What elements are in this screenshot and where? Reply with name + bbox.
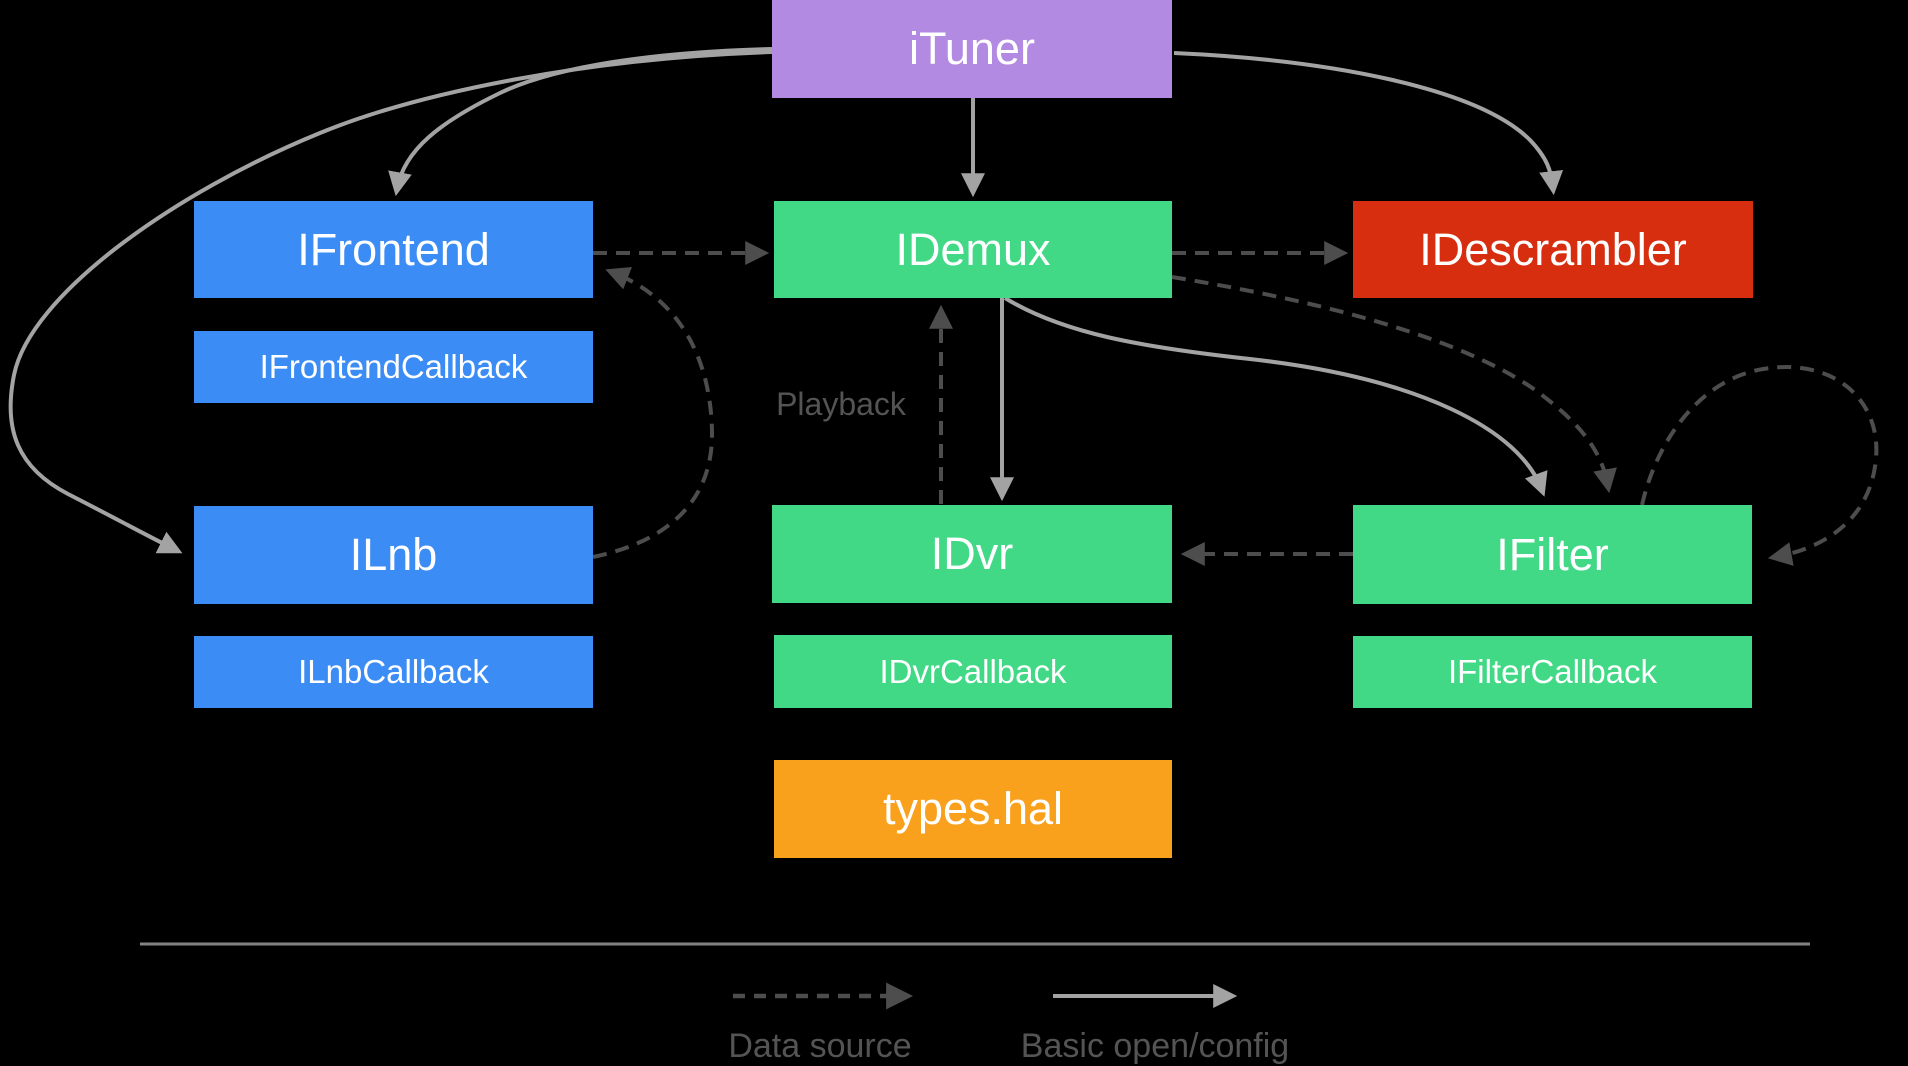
node-ilnb-callback: ILnbCallback xyxy=(194,636,593,708)
legend-label-basic-open-config: Basic open/config xyxy=(1020,1027,1290,1065)
node-idvr: IDvr xyxy=(772,505,1172,603)
node-ifilter-callback: IFilterCallback xyxy=(1353,636,1752,708)
node-idemux: IDemux xyxy=(774,201,1172,298)
node-idvr-callback: IDvrCallback xyxy=(774,635,1172,708)
edge-idemux-ifilter-solid xyxy=(1003,296,1548,497)
edge-ituner-idescrambler-solid xyxy=(1173,51,1564,196)
edge-idemux-ifilter-dashed xyxy=(1171,275,1617,494)
edge-label-playback: Playback xyxy=(776,386,906,422)
node-ifrontend: IFrontend xyxy=(194,201,593,298)
legend-label-data-source: Data source xyxy=(728,1027,912,1065)
node-ituner: iTuner xyxy=(772,0,1172,98)
node-types-hal: types.hal xyxy=(774,760,1172,858)
node-ifrontend-callback: IFrontendCallback xyxy=(194,331,593,403)
edge-ilnb-ifrontend-dashed xyxy=(592,267,715,559)
edge-ituner-ilnb-solid xyxy=(8,50,773,554)
node-ifilter: IFilter xyxy=(1353,505,1752,604)
edge-ituner-ifrontend-solid xyxy=(388,47,773,197)
node-idescrambler: IDescrambler xyxy=(1353,201,1753,298)
node-ilnb: ILnb xyxy=(194,506,593,604)
